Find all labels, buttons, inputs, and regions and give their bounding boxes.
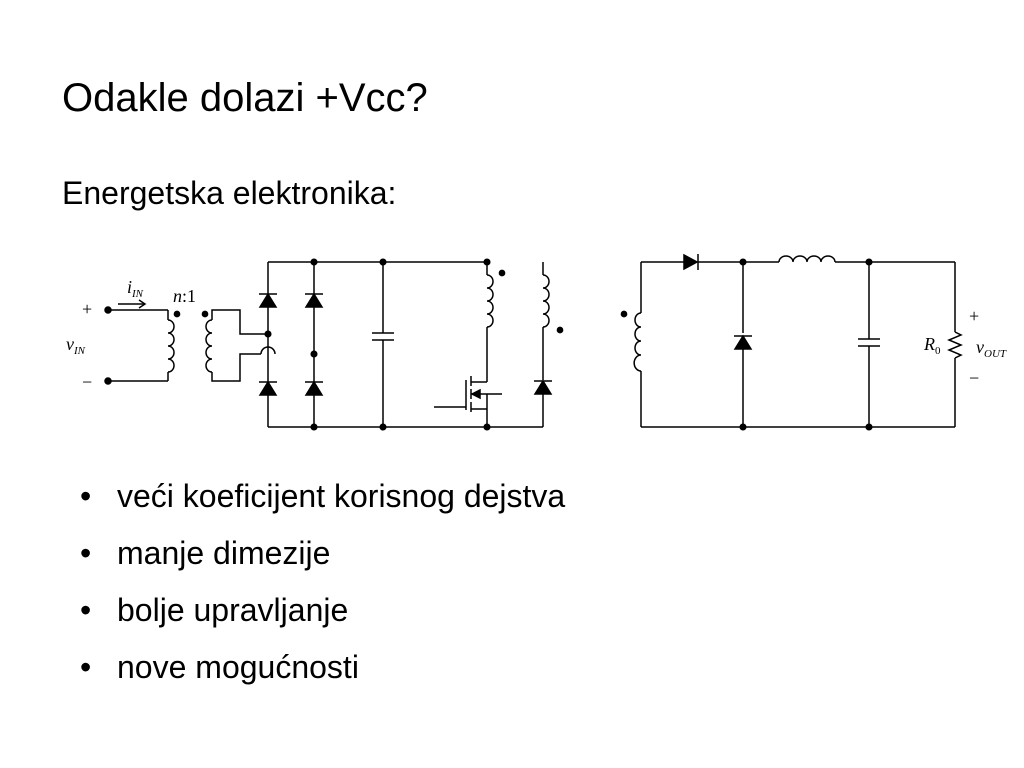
turns-ratio-label: n:1 bbox=[173, 286, 196, 306]
dc-link-capacitor-icon bbox=[372, 262, 394, 427]
load-resistor-icon bbox=[947, 262, 963, 427]
list-item: • manje dimezije bbox=[80, 525, 565, 582]
bridge-diode-icon bbox=[258, 380, 278, 396]
slide-title: Odakle dolazi +Vcc? bbox=[62, 76, 428, 120]
load-resistor-label: R0 bbox=[923, 334, 941, 357]
input-terminals bbox=[104, 306, 169, 385]
output-winding-icon bbox=[633, 312, 642, 372]
bullet-list: • veći koeficijent korisnog dejstva • ma… bbox=[80, 468, 565, 696]
secondary-polarity-dot bbox=[201, 310, 209, 318]
flyback-primary-polarity-dot bbox=[498, 269, 506, 277]
secondary-winding-icon bbox=[205, 309, 276, 382]
list-item: • nove mogućnosti bbox=[80, 639, 565, 696]
freewheel-diode-icon bbox=[733, 262, 753, 427]
output-winding-polarity-dot bbox=[620, 310, 628, 318]
bridge-diode-icon bbox=[258, 292, 278, 308]
slide-subtitle: Energetska elektronika: bbox=[62, 175, 397, 211]
bullet-marker: • bbox=[80, 592, 92, 628]
primary-winding-icon bbox=[167, 319, 175, 373]
flyback-secondary-winding-icon bbox=[542, 262, 550, 380]
bullet-text: nove mogućnosti bbox=[117, 649, 359, 685]
output-minus-label: − bbox=[969, 368, 979, 388]
bullet-marker: • bbox=[80, 535, 92, 571]
list-item: • veći koeficijent korisnog dejstva bbox=[80, 468, 565, 525]
bridge-diode-icon bbox=[304, 380, 324, 396]
series-diode-icon bbox=[683, 253, 699, 271]
input-plus-label: + bbox=[82, 299, 92, 319]
bullet-marker: • bbox=[80, 478, 92, 514]
bullet-text: veći koeficijent korisnog dejstva bbox=[117, 478, 566, 514]
secondary-diode-icon bbox=[533, 379, 553, 427]
primary-polarity-dot bbox=[173, 310, 181, 318]
rectifier-bus bbox=[264, 258, 543, 431]
input-current-label: iIN bbox=[127, 277, 144, 300]
output-voltage-label: vOUT bbox=[976, 337, 1007, 360]
bullet-text: bolje upravljanje bbox=[117, 592, 349, 628]
list-item: • bolje upravljanje bbox=[80, 582, 565, 639]
mosfet-switch-icon bbox=[434, 376, 502, 427]
power-electronics-circuit-diagram: + − iIN vIN n:1 bbox=[66, 253, 1007, 431]
bullet-text: manje dimezije bbox=[117, 535, 331, 571]
flyback-secondary-polarity-dot bbox=[556, 326, 564, 334]
output-plus-label: + bbox=[969, 306, 979, 326]
output-bus bbox=[640, 258, 955, 431]
output-capacitor-icon bbox=[858, 262, 880, 427]
input-minus-label: − bbox=[82, 372, 92, 392]
input-current-arrow-icon bbox=[118, 299, 147, 309]
output-inductor-icon bbox=[778, 255, 836, 263]
bullet-marker: • bbox=[80, 649, 92, 685]
bridge-diode-icon bbox=[304, 292, 324, 308]
input-voltage-label: vIN bbox=[66, 334, 86, 357]
flyback-primary-winding-icon bbox=[486, 262, 494, 382]
